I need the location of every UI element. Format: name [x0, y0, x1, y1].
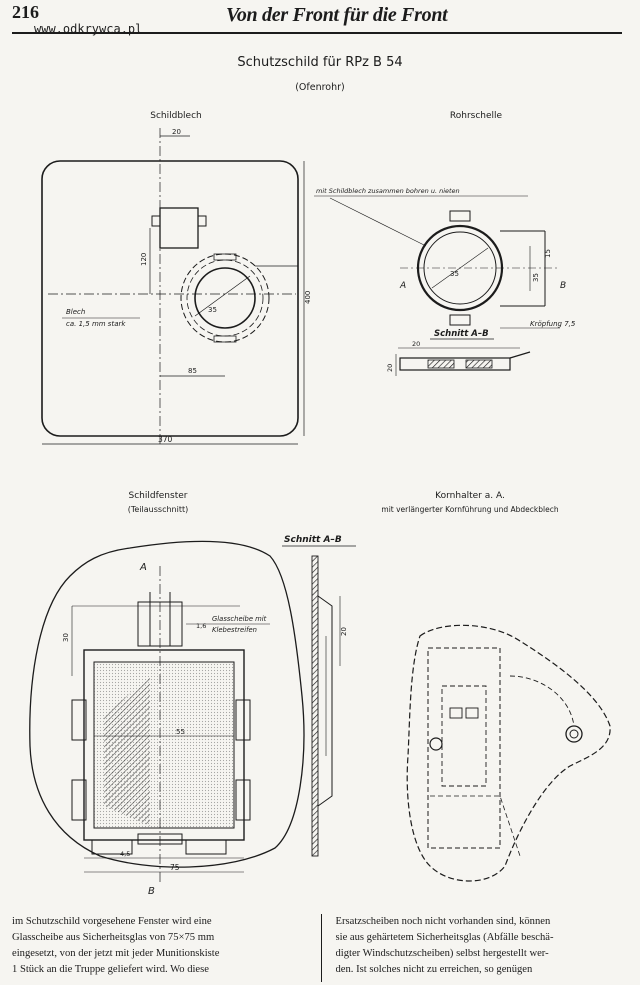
shield-pipe-hole	[194, 267, 256, 329]
window-glass-note-line1: Glasscheibe mit	[212, 615, 267, 623]
section-ab-drawing: Schnitt A–B 20	[282, 535, 356, 857]
page-number: 216	[12, 2, 39, 22]
clamp-section-label: Schnitt A–B	[434, 329, 489, 339]
clamp-dim-a: 35	[532, 273, 540, 282]
body-column-right: Ersatzscheiben noch nicht vorhanden sind…	[336, 914, 631, 982]
window-dim-small1: 1,6	[196, 622, 206, 630]
sight-guide	[427, 647, 501, 849]
sight-rivet-left	[429, 737, 443, 751]
shield-dim-width: 370	[158, 435, 173, 444]
drawing-subtitle: (Ofenrohr)	[295, 82, 345, 93]
shield-plate-drawing: Schildblech 20 120 35 85 Blech ca. 1,5 m…	[41, 111, 312, 446]
window-glass-note-line2: Klebestreifen	[212, 626, 257, 634]
running-title: Von der Front für die Front	[226, 4, 448, 26]
page-header: 216 www.odkrywca.pl Von der Front für di…	[0, 0, 640, 36]
window-dim-height: 30	[62, 633, 70, 642]
clamp-dim-radius: 35	[450, 270, 459, 278]
clamp-section-profile	[399, 357, 511, 371]
sight-sublabel: mit verlängerter Kornführung und Abdeckb…	[381, 505, 558, 514]
shield-window-cutout	[159, 207, 199, 249]
shield-dim-hole: 85	[188, 367, 197, 375]
shield-dim-left: 120	[140, 253, 148, 266]
clamp-dim-c: 20	[412, 340, 420, 348]
clamp-note: mit Schildblech zusammen bohren u. niete…	[316, 187, 460, 195]
technical-drawing: Schutzschild für RPz B 54 (Ofenrohr) Sch…	[29, 55, 611, 897]
drawing-title: Schutzschild für RPz B 54	[237, 55, 402, 70]
clamp-mark-b: B	[560, 281, 566, 291]
window-mark-a: A	[139, 562, 147, 573]
section-dim: 20	[340, 627, 348, 636]
sight-label: Kornhalter a. A.	[435, 491, 505, 501]
body-text: im Schutzschild vorgesehene Fenster wird…	[12, 914, 630, 982]
clamp-mark-a: A	[399, 281, 406, 291]
clamp-label: Rohrschelle	[450, 111, 503, 121]
body-left-line: eingesetzt, von der jetzt mit jeder Muni…	[12, 948, 220, 959]
clamp-dim-d: 20	[386, 364, 394, 372]
body-left-line: im Schutzschild vorgesehene Fenster wird…	[12, 916, 212, 927]
body-right-line: sie aus gehärtetem Sicherheitsglas (Abfä…	[335, 932, 554, 943]
sight-rivet-right	[565, 725, 583, 743]
window-mark-b: B	[148, 886, 155, 897]
shield-window-drawing: Schildfenster (Teilausschnitt) A B 30 1,…	[29, 491, 305, 897]
clamp-bend-label: Kröpfung 7,5	[530, 320, 576, 328]
body-right-line: den. Ist solches nicht zu erreichen, so …	[335, 964, 533, 975]
window-dim-width: 75	[170, 863, 180, 872]
body-right-line: digter Windschutzscheiben) selbst herges…	[335, 948, 549, 959]
shield-note-line1: Blech	[66, 308, 85, 316]
clamp-dim-b: 15	[544, 249, 552, 258]
body-left-line: 1 Stück an die Truppe geliefert wird. Wo…	[12, 964, 209, 975]
body-column-left: im Schutzschild vorgesehene Fenster wird…	[12, 914, 307, 982]
shield-outline	[41, 160, 299, 437]
header-rule	[12, 32, 622, 34]
shield-note-line2: ca. 1,5 mm stark	[66, 320, 126, 328]
window-frame	[83, 649, 245, 841]
window-sublabel: (Teilausschnitt)	[128, 505, 188, 514]
body-right-line: Ersatzscheiben noch nicht vorhanden sind…	[335, 916, 551, 927]
window-glass-shading	[104, 676, 150, 826]
shield-dim-height: 400	[304, 291, 312, 304]
pipe-clamp-drawing: Rohrschelle mit Schildblech zusammen boh…	[314, 111, 576, 376]
sight-holder-drawing: Kornhalter a. A. mit verlängerter Kornfü…	[381, 491, 611, 882]
section-profile	[311, 555, 319, 857]
section-label: Schnitt A–B	[284, 535, 342, 545]
shield-label: Schildblech	[150, 111, 201, 121]
shield-dim-center: 35	[208, 306, 217, 314]
shield-dim-top: 20	[172, 128, 181, 136]
window-dim-small2: 4,5	[120, 850, 130, 858]
window-dim-inner: 55	[176, 728, 185, 736]
body-left-line: Glasscheibe aus Sicherheitsglas von 75×7…	[12, 932, 215, 943]
window-label: Schildfenster	[129, 491, 188, 501]
window-breakout-outline	[29, 540, 305, 868]
sight-cover-outline	[406, 624, 611, 882]
column-rule	[320, 914, 322, 982]
